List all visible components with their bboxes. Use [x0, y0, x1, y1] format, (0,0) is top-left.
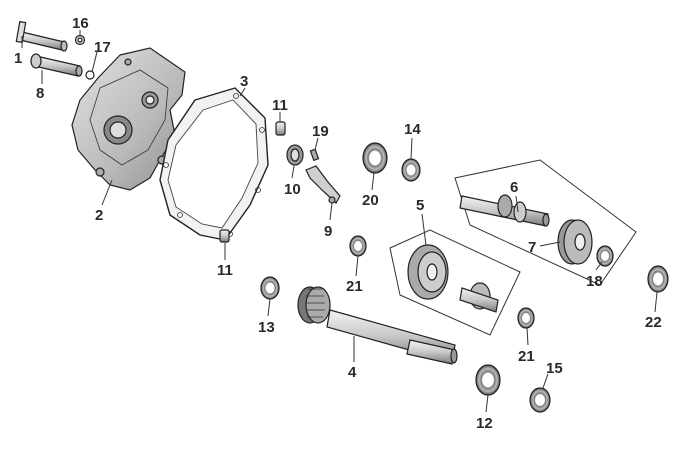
label-part-5: 5: [416, 197, 424, 214]
part-6-countershaft[interactable]: [459, 194, 550, 227]
part-10-bushing[interactable]: [286, 144, 304, 166]
part-22-bearing[interactable]: [647, 265, 669, 293]
label-part-14: 14: [404, 121, 421, 138]
label-part-7: 7: [528, 239, 536, 256]
part-8-bolt[interactable]: [30, 53, 83, 77]
gearset-5-frame: [389, 229, 521, 336]
part-7-gear[interactable]: [557, 219, 593, 265]
label-part-4: 4: [348, 364, 357, 381]
part-19-pin[interactable]: [309, 148, 320, 162]
label-part-12: 12: [476, 415, 493, 432]
part-11-dowel-lower[interactable]: [219, 229, 230, 243]
part-number-labels: 1 16 17 8 2 3 11 10 19 9 20 14 21 11 13 …: [14, 15, 662, 432]
label-part-3: 3: [240, 73, 248, 90]
part-15-washer[interactable]: [529, 387, 551, 413]
gearset-6-frame: [454, 159, 637, 286]
label-part-21-upper: 21: [346, 278, 363, 295]
leader-lines: [21, 30, 658, 413]
label-part-9: 9: [324, 223, 332, 240]
part-18-washer[interactable]: [596, 245, 614, 267]
label-part-8: 8: [36, 85, 44, 102]
part-11-dowel-upper[interactable]: [275, 121, 286, 136]
part-21-bearing-lower[interactable]: [517, 307, 535, 329]
part-16-washer[interactable]: [74, 34, 86, 46]
part-13-bearing[interactable]: [260, 276, 280, 300]
part-14-seal[interactable]: [401, 158, 421, 182]
label-part-2: 2: [95, 207, 103, 224]
label-part-16: 16: [72, 15, 89, 32]
label-part-13: 13: [258, 319, 275, 336]
label-part-6: 6: [510, 179, 518, 196]
part-17-oring[interactable]: [85, 70, 95, 80]
part-9-lever[interactable]: [305, 165, 341, 204]
part-12-bearing[interactable]: [475, 364, 501, 396]
part-3-gasket[interactable]: [159, 87, 269, 241]
label-part-15: 15: [546, 360, 563, 377]
label-part-11-lower: 11: [217, 262, 233, 279]
label-part-10: 10: [284, 181, 301, 198]
part-4-main-shaft[interactable]: [297, 286, 458, 365]
label-part-18: 18: [586, 273, 603, 290]
part-5-gear[interactable]: [407, 244, 499, 313]
label-part-17: 17: [94, 39, 111, 56]
label-part-1: 1: [14, 50, 22, 67]
label-part-20: 20: [362, 192, 379, 209]
label-part-11-upper: 11: [272, 97, 288, 114]
label-part-22: 22: [645, 314, 662, 331]
part-21-bearing-upper[interactable]: [349, 235, 367, 257]
label-part-19: 19: [312, 123, 329, 140]
label-part-21-lower: 21: [518, 348, 535, 365]
part-2-housing-cover[interactable]: [71, 47, 186, 191]
part-1-bolt[interactable]: [15, 20, 68, 52]
part-20-bearing[interactable]: [362, 142, 388, 174]
